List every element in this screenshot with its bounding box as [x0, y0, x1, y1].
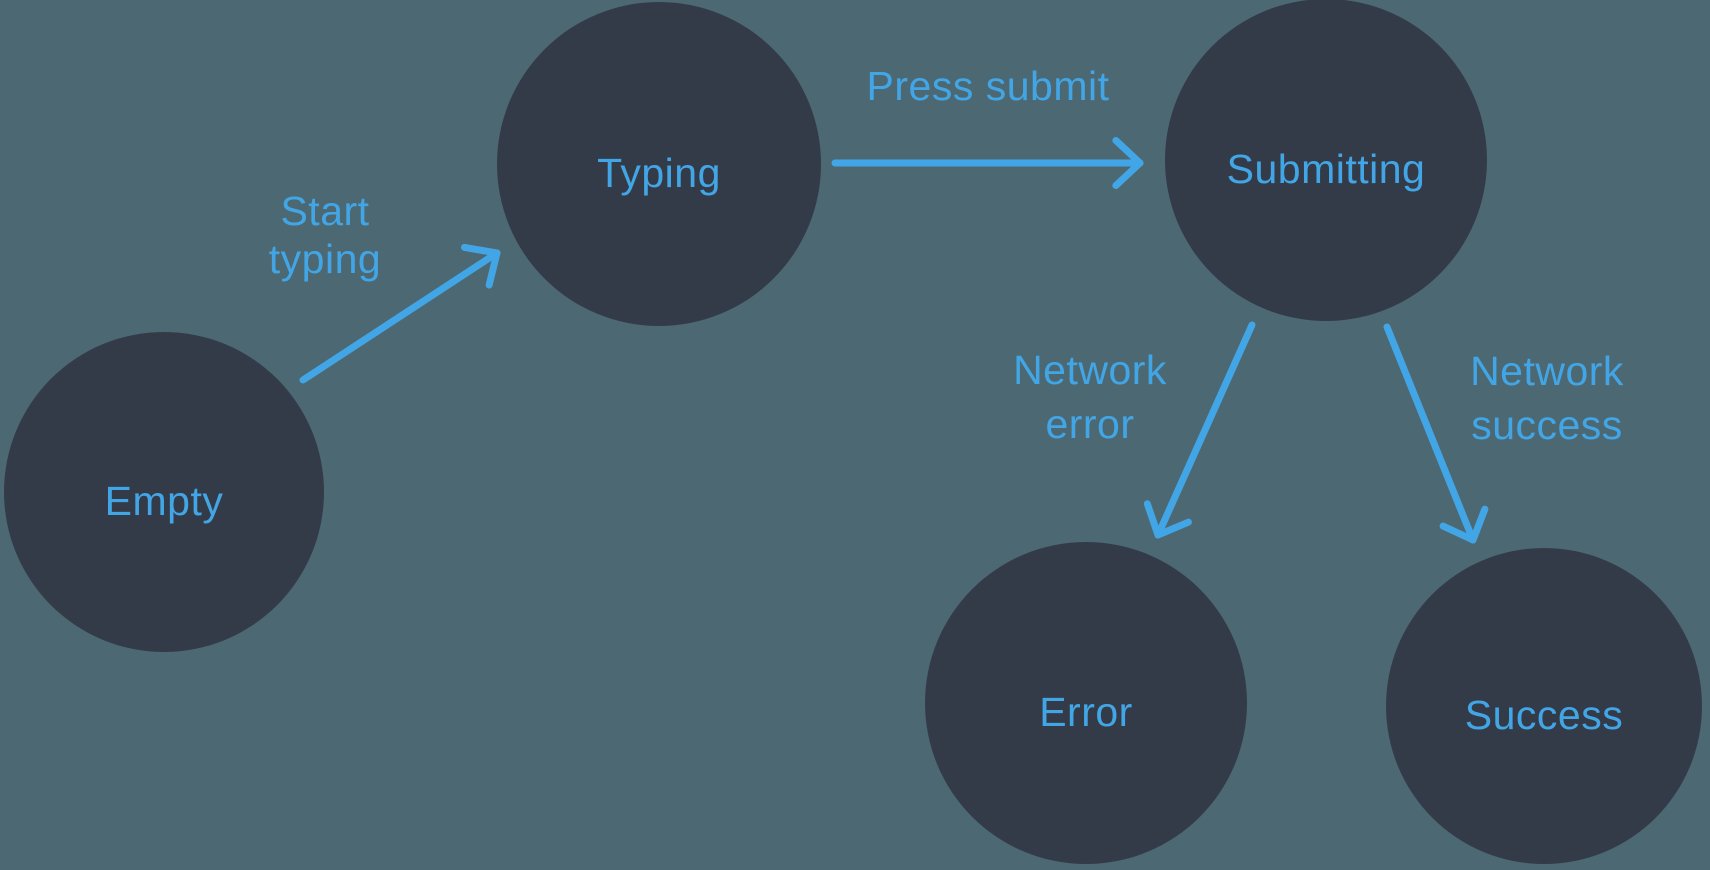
state-node-success: Success — [1386, 548, 1702, 864]
arrowhead-icon-press-submit — [1112, 136, 1144, 167]
arrowhead-icon-network-success — [1469, 505, 1489, 544]
state-node-typing: Typing — [497, 2, 821, 326]
transition-label-press-submit: Press submit — [867, 63, 1110, 109]
arrowhead-icon-start-typing — [460, 243, 501, 257]
transition-press-submit — [831, 136, 1144, 190]
transition-network-error — [1143, 321, 1256, 539]
transition-label-line: success — [1471, 402, 1623, 448]
transition-label-line: Press submit — [867, 63, 1110, 109]
arrow-shaft-network-success — [1383, 323, 1477, 544]
state-circle-error — [925, 542, 1247, 864]
transition-label-network-error: Network error — [1013, 347, 1167, 447]
state-node-empty: Empty — [4, 332, 324, 652]
state-circle-submitting — [1165, 0, 1487, 321]
transition-label-line: typing — [269, 236, 381, 282]
transition-label-line: Start — [280, 188, 369, 234]
arrowhead-icon-press-submit — [1112, 159, 1144, 190]
state-node-error: Error — [925, 542, 1247, 864]
state-node-submitting: Submitting — [1165, 0, 1487, 321]
state-circle-success — [1386, 548, 1702, 864]
state-circle-empty — [4, 332, 324, 652]
arrowhead-icon-network-success — [1439, 522, 1477, 544]
arrow-shaft-start-typing — [299, 249, 501, 384]
arrowhead-icon-network-error — [1154, 518, 1192, 539]
transition-label-line: Network — [1013, 347, 1167, 393]
state-label-empty: Empty — [105, 478, 224, 524]
arrowhead-icon-start-typing — [485, 249, 501, 289]
transition-network-success — [1383, 323, 1489, 544]
state-label-error: Error — [1039, 689, 1133, 735]
transition-label-line: Network — [1470, 348, 1624, 394]
arrow-shaft-network-error — [1154, 321, 1256, 539]
arrowhead-icon-network-error — [1143, 500, 1162, 539]
transition-label-network-success: Network success — [1470, 348, 1624, 448]
state-circle-typing — [497, 2, 821, 326]
transition-start-typing — [299, 243, 501, 384]
state-label-submitting: Submitting — [1227, 146, 1426, 192]
state-label-typing: Typing — [597, 150, 721, 196]
transition-label-line: error — [1045, 401, 1134, 447]
state-label-success: Success — [1465, 692, 1623, 738]
